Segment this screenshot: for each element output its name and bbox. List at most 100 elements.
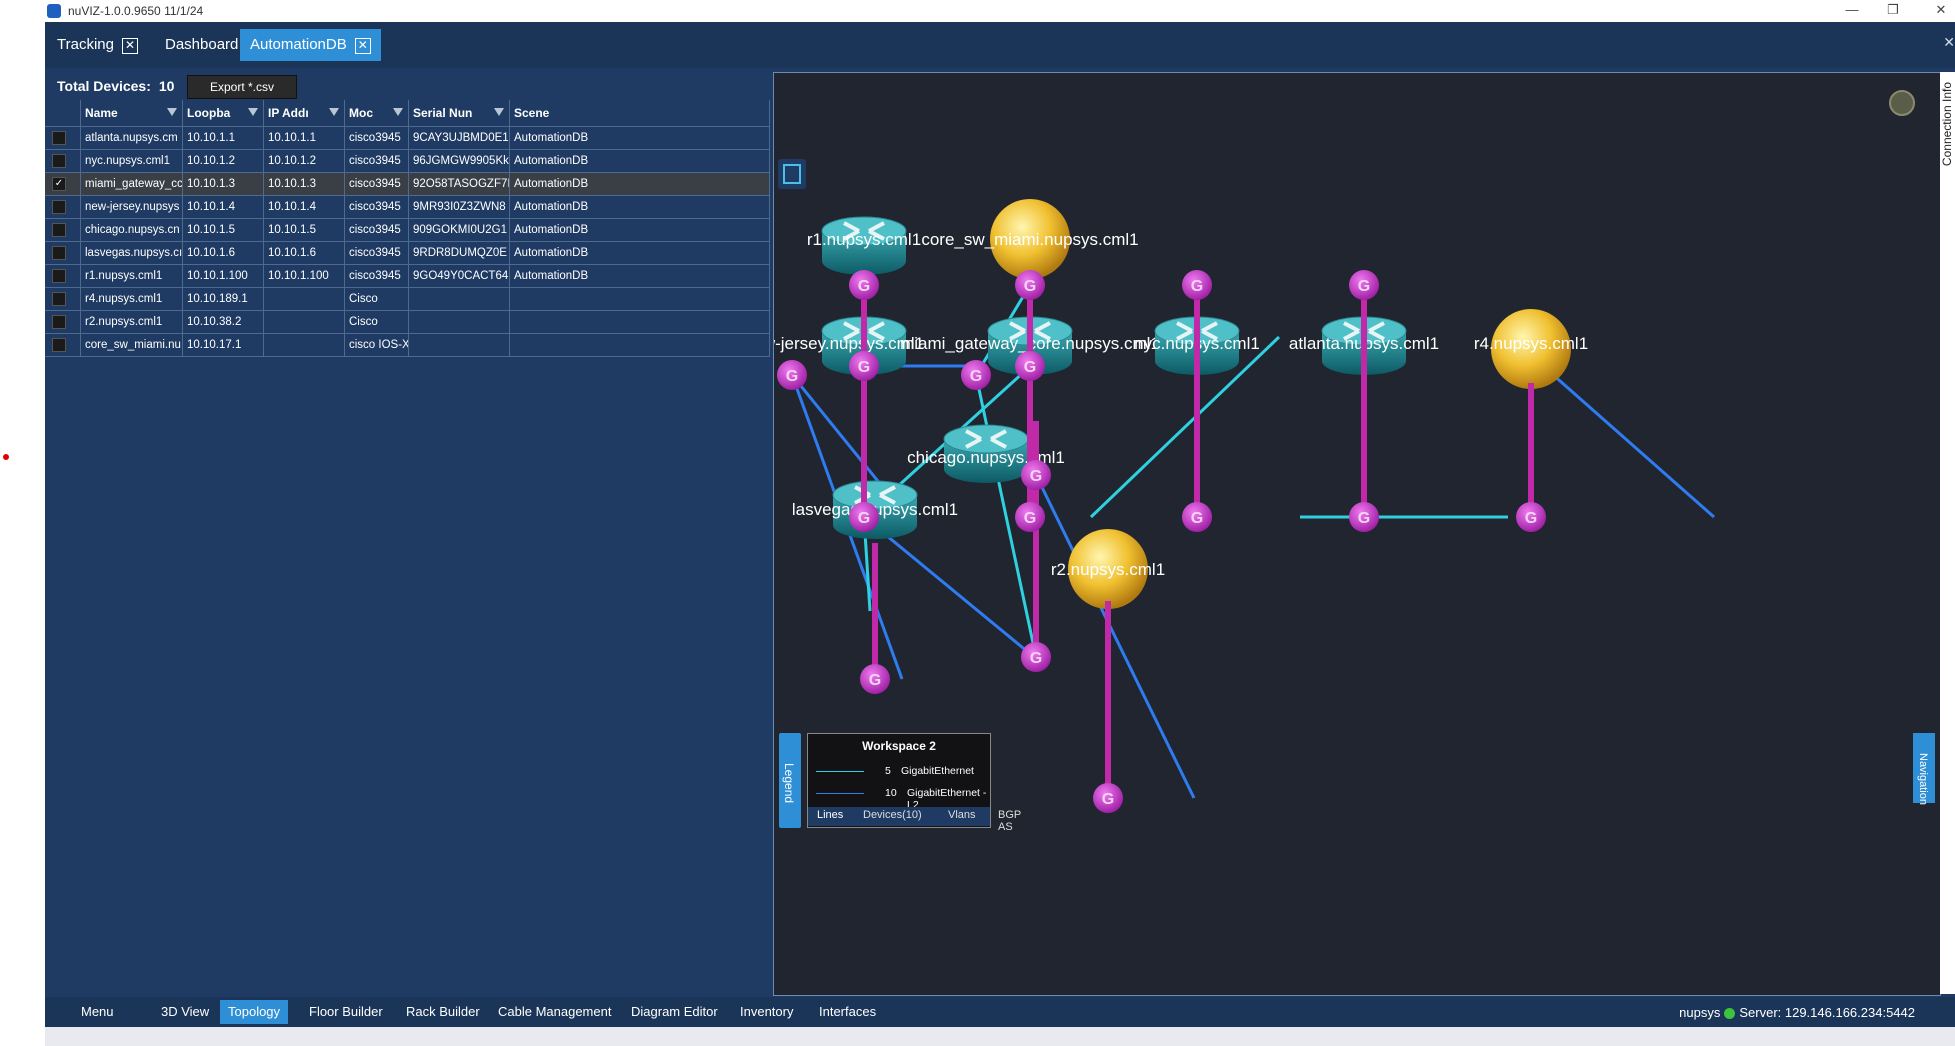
interface-port-icon[interactable]: G (1093, 783, 1123, 813)
close-panel-icon[interactable]: ✕ (1943, 34, 1955, 50)
connection-info-sidebar[interactable]: Connection Info (1940, 72, 1955, 994)
bottom-tab-menu[interactable]: Menu (81, 1004, 114, 1019)
bottom-tab-topology[interactable]: Topology (220, 1000, 289, 1024)
link[interactable] (1034, 474, 1196, 799)
header-serial[interactable]: Serial Nun (409, 100, 510, 126)
cell-loopback: 10.10.1.5 (183, 219, 264, 241)
row-checkbox[interactable] (52, 223, 66, 237)
interface-port-icon[interactable]: G (1015, 502, 1045, 532)
row-checkbox[interactable] (52, 246, 66, 260)
cell-ip: 10.10.1.5 (264, 219, 345, 241)
row-checkbox[interactable] (52, 131, 66, 145)
close-tab-icon[interactable]: ✕ (354, 38, 371, 54)
filter-icon[interactable] (248, 108, 258, 116)
filter-icon[interactable] (494, 108, 504, 116)
interface-port-icon[interactable]: G (1182, 502, 1212, 532)
interface-port-icon[interactable]: G (849, 351, 879, 381)
switch-sphere-icon[interactable] (990, 199, 1070, 279)
link[interactable] (974, 374, 1038, 658)
interface-port-icon[interactable]: G (1349, 270, 1379, 300)
row-checkbox[interactable] (52, 154, 66, 168)
window-title: nuVIZ-1.0.0.9650 11/1/24 (68, 4, 204, 18)
filter-icon[interactable] (329, 108, 339, 116)
device-node[interactable]: r2.nupsys.cml1 (1051, 529, 1165, 609)
interface-port-icon[interactable]: G (961, 360, 991, 390)
navigation-toggle[interactable]: Navigation (1913, 733, 1935, 805)
interface-port-icon[interactable]: G (1015, 270, 1045, 300)
router-arrows-icon (1343, 321, 1385, 341)
header-loopback[interactable]: Loopba (183, 100, 264, 126)
switch-sphere-icon[interactable] (1068, 529, 1148, 609)
header-name[interactable]: Name (81, 100, 183, 126)
interface-port-icon[interactable]: G (849, 270, 879, 300)
interface-port-icon[interactable]: G (1015, 351, 1045, 381)
filter-icon[interactable] (167, 108, 177, 116)
link[interactable] (863, 515, 1035, 659)
tab-dashboard[interactable]: Dashboard (155, 29, 248, 61)
legend-tab-lines[interactable]: Lines (817, 809, 844, 821)
app-window: Tracking✕ Dashboard AutomationDB✕ ✕ Tota… (45, 22, 1955, 1046)
interface-port-icon[interactable]: G (1182, 270, 1212, 300)
bottom-tab-interfaces[interactable]: Interfaces (819, 1004, 877, 1019)
row-checkbox[interactable] (52, 292, 66, 306)
close-tab-icon[interactable]: ✕ (121, 38, 138, 54)
topology-graph[interactable]: r1.nupsys.cml1core_sw_miami.nupsys.cml1n… (774, 73, 1940, 995)
node-label: chicago.nupsys.cml1 (907, 448, 1065, 467)
device-node[interactable]: chicago.nupsys.cml1 (907, 424, 1065, 483)
interface-port-icon[interactable]: G (849, 502, 879, 532)
device-node[interactable]: core_sw_miami.nupsys.cml1 (921, 199, 1139, 279)
legend-toggle[interactable]: Legend (779, 733, 801, 828)
row-checkbox[interactable] (52, 200, 66, 214)
bottom-tab-diagram-editor[interactable]: Diagram Editor (631, 1004, 718, 1019)
device-node[interactable]: r1.nupsys.cml1 (807, 216, 921, 275)
bottom-tab-3d-view[interactable]: 3D View (161, 1004, 210, 1019)
interface-port-icon[interactable]: G (1516, 502, 1546, 532)
header-ip[interactable]: IP Addı (264, 100, 345, 126)
tab-automationdb[interactable]: AutomationDB✕ (240, 29, 381, 61)
bottom-tab-cable-management[interactable]: Cable Management (498, 1004, 612, 1019)
interface-port-icon[interactable]: G (860, 664, 890, 694)
tab-tracking[interactable]: Tracking✕ (47, 29, 148, 61)
node-label: r2.nupsys.cml1 (1051, 560, 1165, 579)
bottom-tab-inventory[interactable]: Inventory (740, 1004, 794, 1019)
maximize-button[interactable]: ❐ (1887, 2, 1899, 17)
interface-port-icon[interactable]: G (1021, 460, 1051, 490)
minimize-button[interactable]: — (1845, 2, 1859, 17)
header-model[interactable]: Moc (345, 100, 409, 126)
bottom-tab-rack-builder[interactable]: Rack Builder (406, 1004, 480, 1019)
bottom-tab-floor-builder[interactable]: Floor Builder (309, 1004, 383, 1019)
interface-port-icon[interactable]: G (1021, 642, 1051, 672)
interface-port-icon[interactable]: G (1349, 502, 1379, 532)
view-toolbar-icon[interactable] (778, 159, 806, 189)
link[interactable] (1089, 335, 1281, 519)
close-window-button[interactable]: ✕ (1935, 2, 1947, 17)
export-csv-button[interactable]: Export *.csv (187, 75, 297, 99)
row-checkbox[interactable] (52, 315, 66, 329)
header-scene[interactable]: Scene (510, 100, 770, 126)
legend-tab-vlans[interactable]: Vlans (948, 809, 976, 821)
cell-model: cisco IOS-X (345, 334, 409, 356)
legend-tab-bgp[interactable]: BGP AS (998, 809, 1022, 833)
filter-icon[interactable] (393, 108, 403, 116)
topology-canvas[interactable]: r1.nupsys.cml1core_sw_miami.nupsys.cml1n… (773, 72, 1941, 996)
interface-port-icon[interactable]: G (777, 360, 807, 390)
device-node[interactable]: r4.nupsys.cml1 (1474, 309, 1588, 389)
legend-panel: Workspace 2 5 GigabitEthernet 10 Gigabit… (807, 733, 1021, 833)
row-checkbox[interactable] (52, 338, 66, 352)
row-checkbox[interactable]: ✓ (52, 177, 66, 191)
legend-tab-devices[interactable]: Devices(10) (863, 809, 922, 821)
row-checkbox[interactable] (52, 269, 66, 283)
cell-serial: 9MR93I0Z3ZWN8 (409, 196, 510, 218)
switch-sphere-icon[interactable] (1491, 309, 1571, 389)
